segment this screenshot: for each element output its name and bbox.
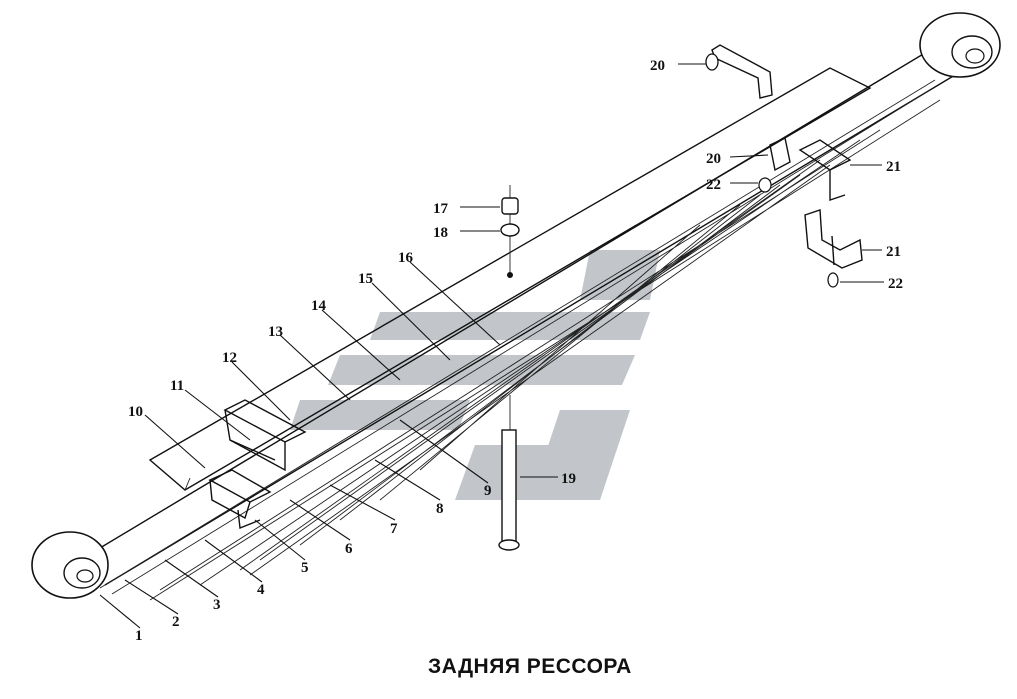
callout-16: 16: [398, 250, 414, 266]
callout-5: 5: [301, 560, 309, 576]
callout-20-top: 20: [650, 58, 665, 74]
callout-13: 13: [268, 324, 283, 340]
callout-17: 17: [433, 201, 449, 217]
callout-12: 12: [222, 350, 237, 366]
callout-3: 3: [213, 597, 221, 613]
callout-22-upper: 22: [706, 177, 721, 193]
right-lower-bracket: [804, 209, 863, 288]
leaf-stack-lines: [99, 79, 941, 601]
top-bracket: [705, 44, 773, 99]
callout-15: 15: [358, 271, 373, 287]
callout-2: 2: [172, 614, 180, 630]
helper-leaf: [148, 67, 872, 491]
leaf-spring: [31, 12, 1001, 601]
leader-lines: [99, 63, 884, 629]
left-spring-eye: [31, 531, 109, 599]
right-clamp: [758, 136, 852, 201]
watermark-logo: [290, 250, 660, 500]
callout-labels: 1 2 3 4 5 6 7 8 9 10 11 12 13 14 15 16 1…: [128, 58, 903, 644]
left-clamp-upper: [223, 399, 307, 472]
diagram-caption: ЗАДНЯЯ РЕССОРА: [428, 655, 632, 678]
callout-8: 8: [436, 501, 444, 517]
callout-9: 9: [484, 483, 492, 499]
callout-20-right: 20: [706, 151, 721, 167]
callout-22-lower: 22: [888, 276, 903, 292]
callout-21-upper: 21: [886, 159, 901, 175]
left-clamp-lower: [208, 469, 272, 529]
callout-11: 11: [170, 378, 184, 394]
center-bolt: [498, 395, 520, 551]
center-nut-assembly: [500, 185, 520, 278]
callout-14: 14: [311, 298, 327, 314]
callout-10: 10: [128, 404, 143, 420]
callout-4: 4: [257, 582, 265, 598]
callout-21-lower: 21: [886, 244, 901, 260]
callout-1: 1: [135, 628, 143, 644]
callout-19: 19: [561, 471, 576, 487]
right-spring-eye: [919, 12, 1001, 78]
callout-18: 18: [433, 225, 448, 241]
callout-7: 7: [390, 521, 398, 537]
callout-6: 6: [345, 541, 353, 557]
